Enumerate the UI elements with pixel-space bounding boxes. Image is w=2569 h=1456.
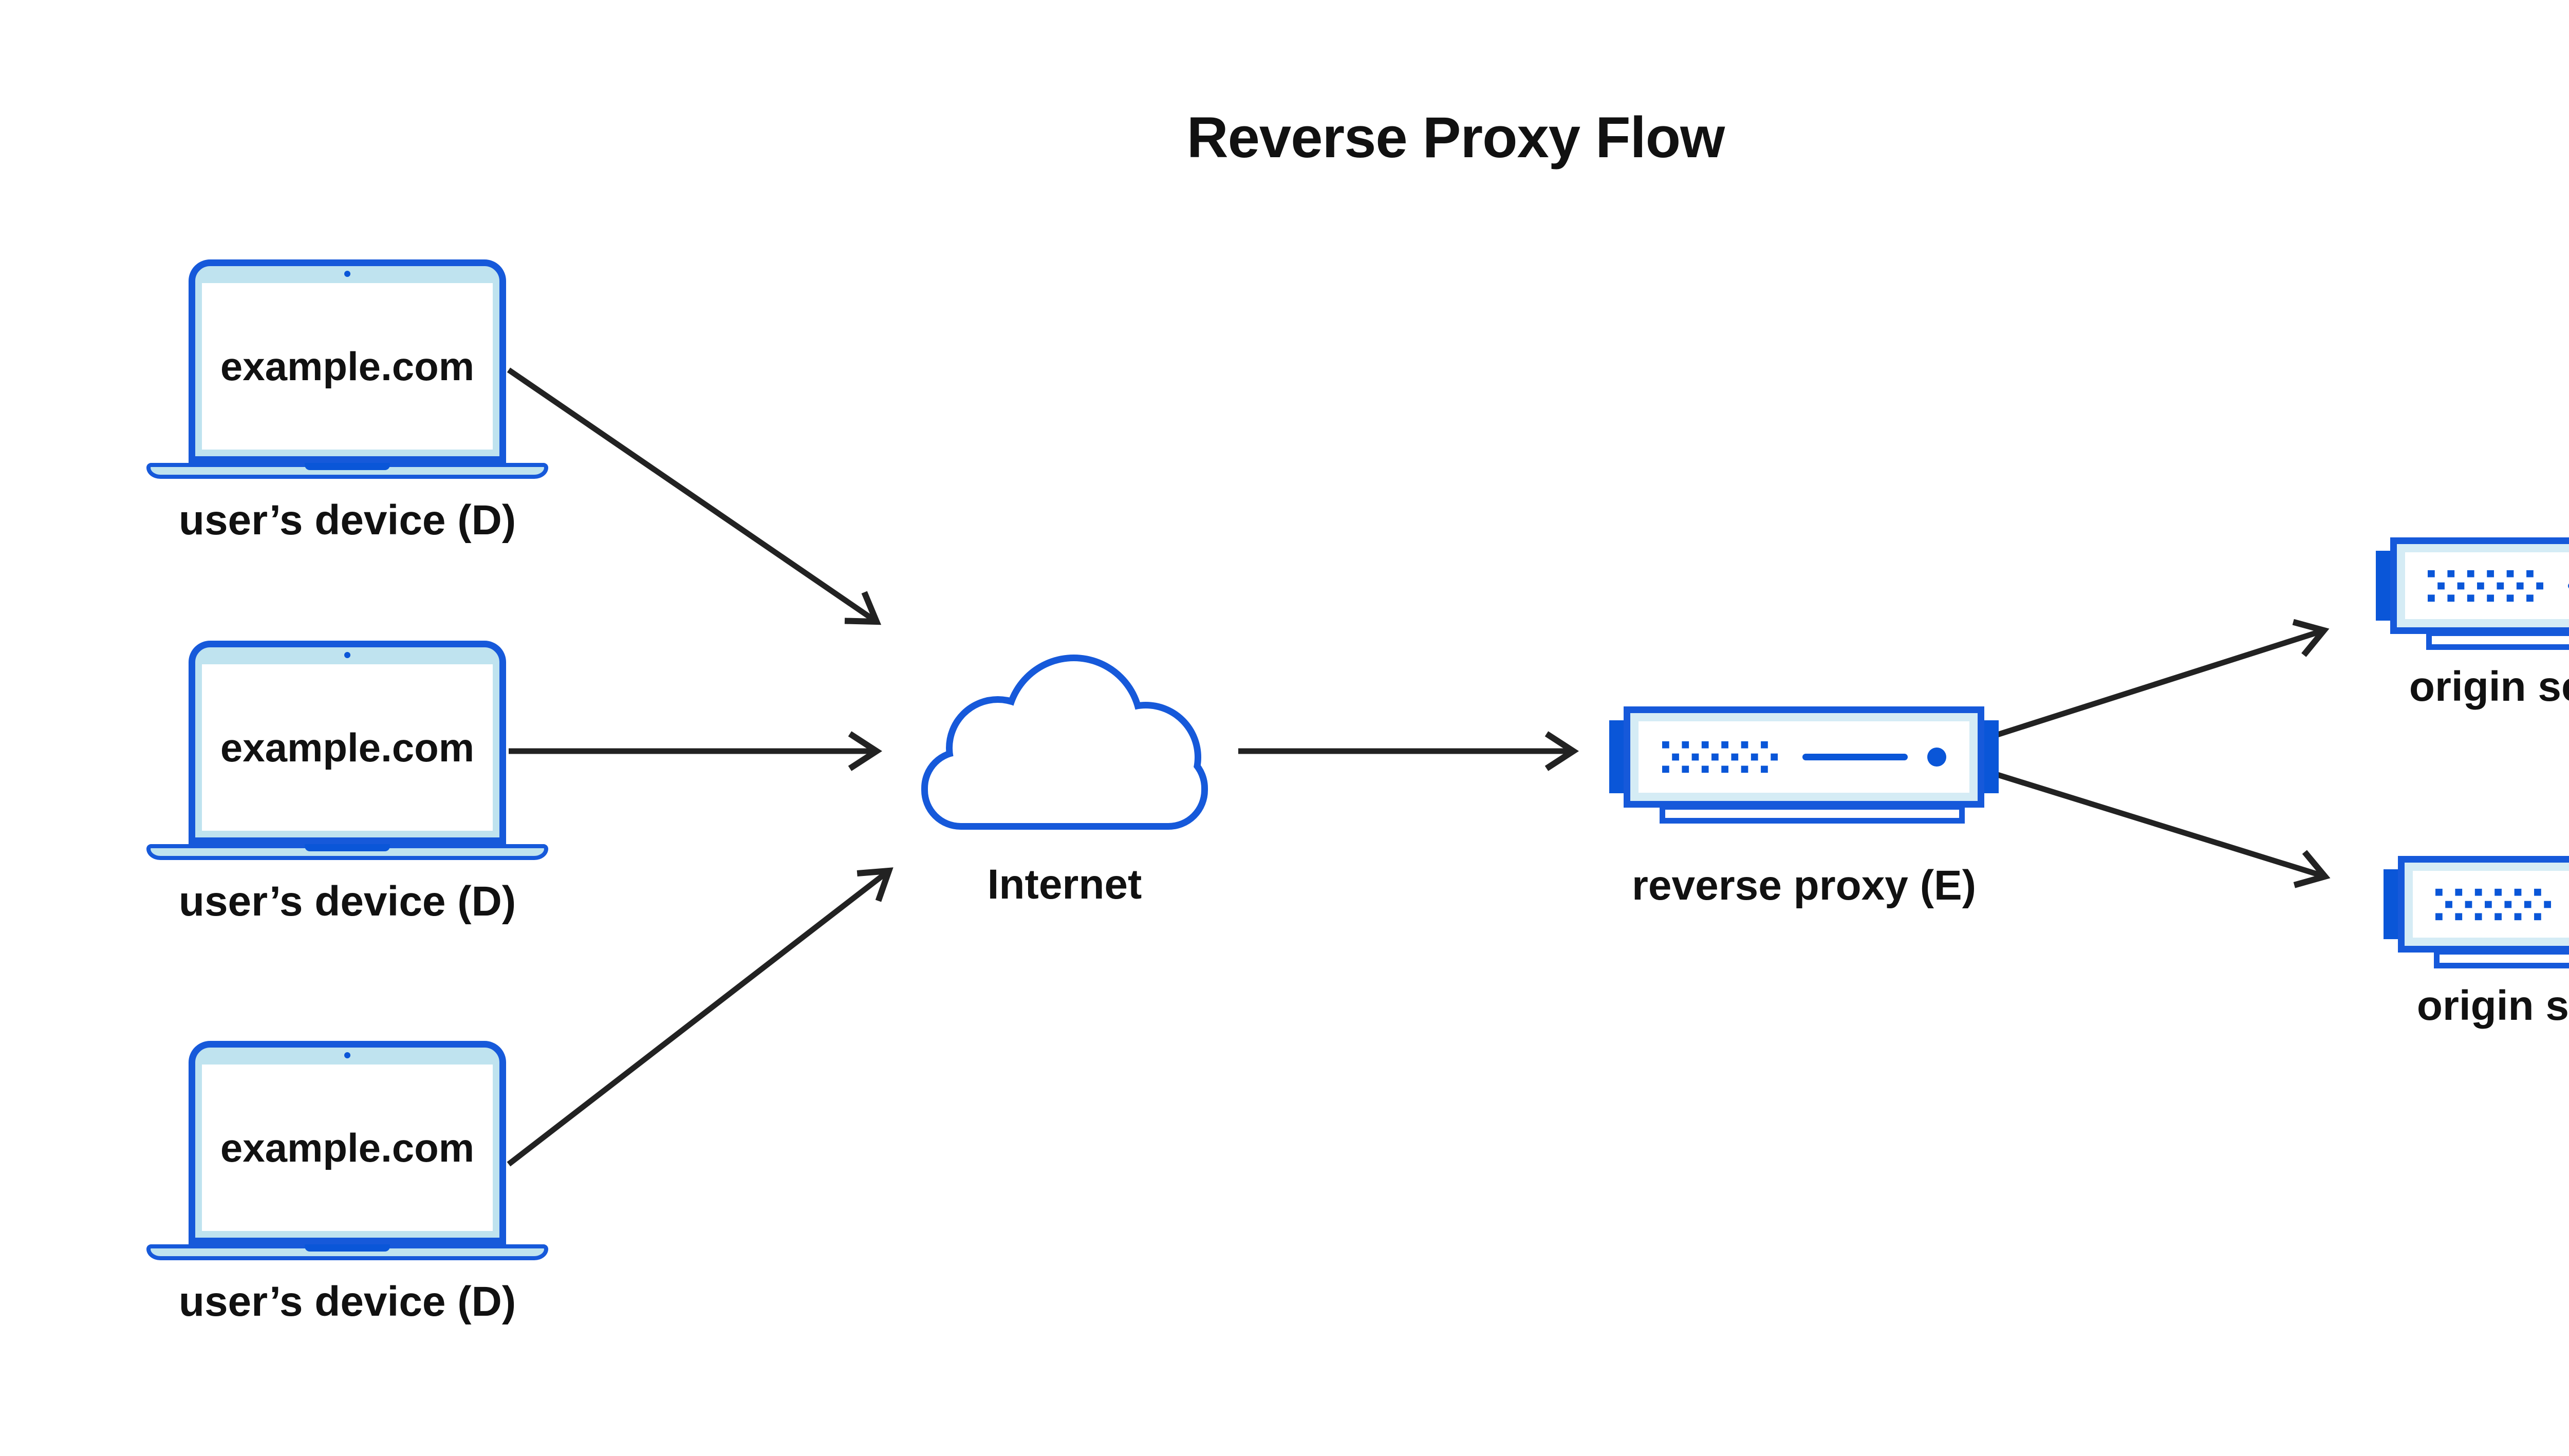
- laptop-screen: example.com: [202, 283, 493, 450]
- arrow-shaft: [1990, 770, 2324, 879]
- user-device-2: example.com user’s device (D): [146, 641, 548, 934]
- server-icon: [1624, 706, 1984, 808]
- screen-url-text: example.com: [220, 1125, 475, 1170]
- camera-dot-icon: [344, 1052, 350, 1058]
- arrow-shaft: [1990, 628, 2323, 740]
- laptop-hinge-notch-icon: [305, 1244, 390, 1252]
- arrow-head-icon: [848, 731, 883, 771]
- laptop-icon: example.com: [189, 1041, 506, 1244]
- arrow-shaft: [507, 870, 889, 1167]
- server-icon: [2398, 856, 2569, 953]
- laptop-screen: example.com: [202, 1065, 493, 1231]
- flow-arrow: [1990, 770, 2331, 888]
- slot-line-icon: [1802, 754, 1908, 760]
- laptop-hinge-notch-icon: [305, 844, 390, 851]
- laptop-icon: example.com: [189, 259, 506, 463]
- arrow-head-icon: [1544, 731, 1579, 771]
- flow-arrow: [509, 731, 883, 771]
- camera-dot-icon: [344, 271, 350, 277]
- screen-url-text: example.com: [220, 343, 475, 389]
- user-device-3: example.com user’s device (D): [146, 1041, 548, 1334]
- flow-arrow: [507, 867, 893, 1167]
- origin-server-2: origin server (F): [2384, 856, 2569, 1029]
- power-led-icon: [1927, 748, 1946, 767]
- internet-label: Internet: [987, 861, 1142, 908]
- flow-arrow: [1990, 619, 2330, 740]
- diagram-title: Reverse Proxy Flow: [1186, 105, 1725, 170]
- device-label: user’s device (D): [178, 497, 516, 544]
- reverse-proxy-server: reverse proxy (E): [1609, 706, 1999, 909]
- origin-server-1: origin server (F): [2376, 537, 2569, 710]
- vents-icon: [1662, 741, 1778, 773]
- arrow-head-icon: [857, 867, 893, 902]
- vents-icon: [2435, 888, 2551, 920]
- origin-server-label: origin server (F): [2416, 982, 2569, 1029]
- laptop-screen: example.com: [202, 664, 493, 831]
- vents-icon: [2427, 570, 2543, 602]
- screen-url-text: example.com: [220, 724, 475, 770]
- device-label: user’s device (D): [178, 1278, 516, 1325]
- reverse-proxy-label: reverse proxy (E): [1631, 862, 1976, 909]
- cloud-icon: [921, 655, 1208, 830]
- laptop-hinge-notch-icon: [305, 463, 390, 470]
- slot-line-icon: [2567, 582, 2569, 589]
- arrow-shaft: [507, 367, 877, 623]
- server-faceplate: [2413, 871, 2569, 938]
- arrow-head-icon: [2293, 850, 2331, 888]
- arrow-head-icon: [844, 591, 882, 625]
- flow-arrow: [1238, 731, 1579, 771]
- laptop-icon: example.com: [189, 641, 506, 844]
- flow-arrow: [507, 367, 882, 625]
- camera-dot-icon: [344, 652, 350, 658]
- user-device-1: example.com user’s device (D): [146, 259, 548, 552]
- server-faceplate: [2405, 552, 2569, 619]
- server-icon: [2390, 537, 2569, 634]
- server-faceplate: [1639, 721, 1969, 793]
- arrow-head-icon: [2292, 619, 2330, 657]
- origin-server-label: origin server (F): [2409, 663, 2569, 710]
- device-label: user’s device (D): [178, 878, 516, 925]
